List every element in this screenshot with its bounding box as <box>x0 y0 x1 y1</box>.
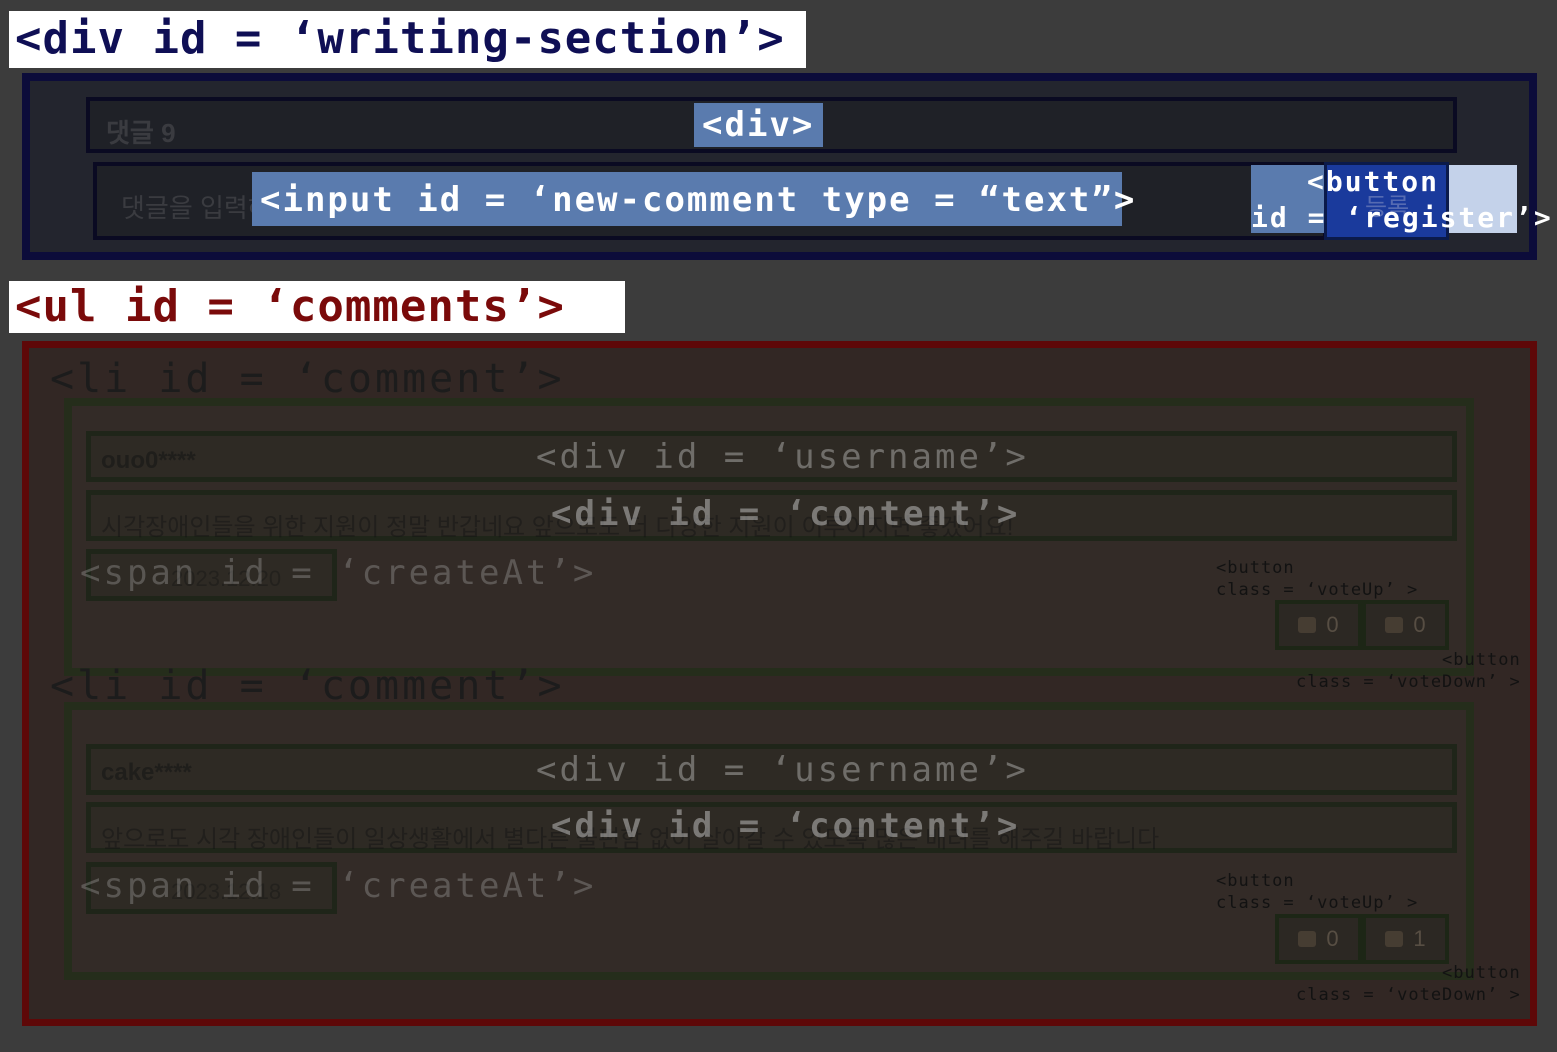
voteup-button[interactable]: 0 <box>1275 914 1362 964</box>
register-tag-line1: <button <box>1307 165 1440 198</box>
voteup-count: 0 <box>1326 612 1339 637</box>
content-row: 시각장애인들을 위한 지원이 정말 반갑네요 앞으로도 더 다양한 지원이 이루… <box>86 490 1457 541</box>
username-row: ouo0**** <box>86 431 1457 482</box>
writing-section-label: <div id = ‘writing-section’> <box>9 11 806 68</box>
register-button[interactable]: 등록 <box>1324 162 1449 240</box>
header-div-tag: <div> <box>694 103 823 147</box>
register-button-tag: <button id = ‘register’> <box>1251 164 1553 236</box>
thumbs-down-icon <box>1385 617 1404 633</box>
comment-li-label: <li id = ‘comment’> <box>50 356 565 402</box>
voteup-count: 0 <box>1326 926 1339 951</box>
comment-li-label: <li id = ‘comment’> <box>50 663 565 709</box>
thumbs-up-icon <box>1298 931 1317 947</box>
votedown-button[interactable]: 1 <box>1362 914 1449 964</box>
comments-section-label: <ul id = ‘comments’> <box>9 281 625 333</box>
content-text: 시각장애인들을 위한 지원이 정말 반갑네요 앞으로도 더 다양한 지원이 이루… <box>101 514 1014 541</box>
comment-count-text: 댓글 9 <box>106 118 176 148</box>
register-button-highlight-left <box>1251 165 1324 233</box>
content-text: 앞으로도 시각 장애인들이 일상생활에서 별다른 불편함 없이 살아갈 수 있도… <box>101 826 1160 853</box>
votedown-tag: <button class = ‘voteDown’ > <box>1296 650 1521 692</box>
username-text: cake**** <box>101 759 192 786</box>
createat-row: 2023.12.18 <box>86 862 337 914</box>
votedown-count: 1 <box>1413 926 1426 951</box>
votedown-button[interactable]: 0 <box>1362 600 1449 650</box>
content-tag: <div id = ‘content’> <box>551 806 1021 846</box>
thumbs-down-icon <box>1385 931 1404 947</box>
createat-tag: <span id = ‘createAt’> <box>80 553 597 593</box>
createat-text: 2023.12.18 <box>171 879 282 904</box>
voteup-button[interactable]: 0 <box>1275 600 1362 650</box>
username-tag: <div id = ‘username’> <box>536 437 1029 477</box>
createat-row: 2023.12.20 <box>86 549 337 601</box>
username-text: ouo0**** <box>101 447 196 474</box>
voteup-tag: <button class = ‘voteUp’ > <box>1216 871 1419 913</box>
new-comment-input-tag: <input id = ‘new-comment type = “text”> <box>252 172 1134 226</box>
register-button-text: 등록 <box>1365 194 1410 221</box>
thumbs-up-icon <box>1298 617 1317 633</box>
createat-text: 2023.12.20 <box>171 566 282 591</box>
votedown-tag: <button class = ‘voteDown’ > <box>1296 963 1521 1005</box>
voteup-tag: <button class = ‘voteUp’ > <box>1216 558 1419 600</box>
votedown-count: 0 <box>1413 612 1426 637</box>
username-tag: <div id = ‘username’> <box>536 750 1029 790</box>
content-row: 앞으로도 시각 장애인들이 일상생활에서 별다른 불편함 없이 살아갈 수 있도… <box>86 802 1457 853</box>
content-tag: <div id = ‘content’> <box>551 494 1021 534</box>
username-row: cake**** <box>86 744 1457 795</box>
createat-tag: <span id = ‘createAt’> <box>80 866 597 906</box>
register-tag-line2: id = ‘register’> <box>1251 201 1553 234</box>
